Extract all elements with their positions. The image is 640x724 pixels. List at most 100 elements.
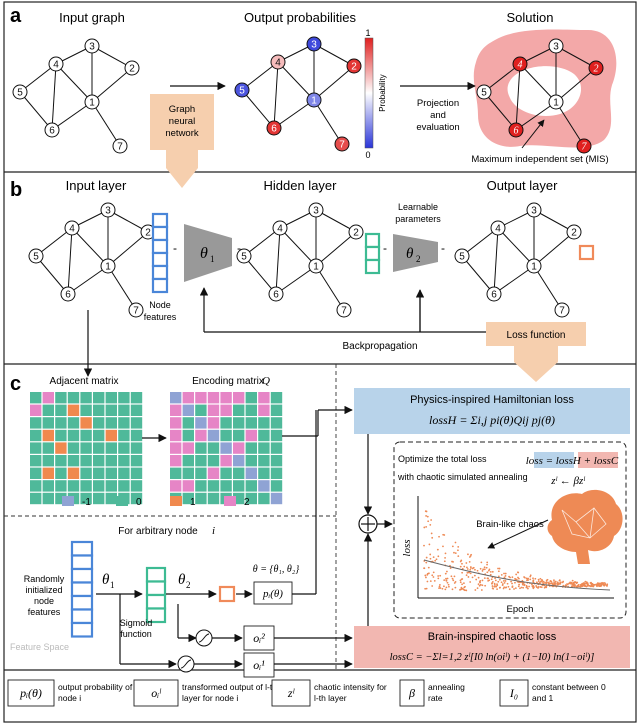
- scatter-point: [475, 578, 478, 581]
- graph-node: [308, 258, 324, 274]
- matrix-cell: [55, 455, 67, 467]
- matrix-cell: [105, 492, 117, 505]
- random-l2: initialized: [25, 585, 62, 595]
- matrix-cell: [55, 480, 67, 492]
- adjacent-matrix-title: Adjacent matrix: [50, 376, 119, 387]
- matrix-cell: [30, 392, 42, 404]
- scatter-point: [439, 574, 442, 577]
- scatter-point: [511, 576, 514, 579]
- scatter-point: [503, 586, 506, 589]
- scatter-point: [463, 589, 466, 592]
- scatter-point: [451, 577, 454, 580]
- theta2-symbol: θ: [406, 246, 414, 262]
- scatter-point: [481, 584, 484, 587]
- optimize-text-1: Optimize the total loss: [398, 454, 487, 464]
- scatter-point: [426, 573, 429, 576]
- encoding-symbol: Q: [262, 375, 270, 387]
- scatter-point: [462, 582, 465, 585]
- scatter-point: [551, 583, 554, 586]
- scatter-point: [438, 585, 441, 588]
- graph-node: [306, 36, 322, 52]
- scatter-point: [431, 574, 434, 577]
- matrix-cell: [270, 442, 283, 454]
- scatter-point: [449, 567, 452, 570]
- scatter-point: [562, 580, 565, 583]
- matrix-cell: [207, 467, 220, 479]
- matrix-cell: [30, 467, 42, 479]
- theta2-layer: [393, 234, 438, 272]
- scatter-point: [448, 585, 450, 588]
- scatter-point: [481, 579, 484, 582]
- scatter-point: [467, 576, 470, 578]
- graph-node-label: 4: [495, 224, 501, 235]
- scatter-point: [423, 526, 426, 529]
- matrix-cell: [130, 492, 143, 505]
- scatter-point: [586, 584, 589, 586]
- scatter-point: [428, 572, 430, 575]
- vector-cell: [151, 225, 169, 242]
- arbitrary-node-label: For arbitrary node: [118, 526, 198, 537]
- matrix-cell: [42, 492, 54, 505]
- matrix-cell: [130, 417, 143, 429]
- scatter-point: [465, 562, 468, 564]
- scatter-point: [532, 579, 535, 582]
- graph-node-label: 6: [514, 126, 519, 137]
- scatter-point: [461, 583, 464, 586]
- vector-cell: [151, 264, 169, 281]
- graph-node: [64, 220, 80, 236]
- matrix-cell: [270, 417, 283, 429]
- scatter-point: [539, 577, 542, 580]
- graph-node-label: 2: [571, 228, 577, 239]
- graph-node-label: 7: [559, 306, 565, 317]
- scatter-point: [476, 587, 479, 590]
- scatter-point: [545, 586, 548, 589]
- gnn-line3: network: [165, 128, 199, 139]
- scatter-point: [453, 582, 456, 584]
- scatter-point: [503, 572, 505, 575]
- matrix-cell: [93, 480, 105, 492]
- random-l4: features: [28, 607, 61, 617]
- scatter-point: [508, 575, 510, 578]
- graph-node: [348, 224, 364, 240]
- matrix-cell: [30, 480, 42, 492]
- scatter-point: [489, 573, 492, 576]
- scatter-point: [425, 556, 428, 559]
- graph-node-label: 6: [491, 290, 497, 301]
- vector-cell: [364, 258, 381, 275]
- matrix-cell: [207, 417, 220, 429]
- scatter-point: [494, 579, 497, 582]
- matrix-cell: [80, 455, 92, 467]
- matrix-cell: [105, 467, 117, 479]
- footer-symbol: I₀: [509, 686, 518, 700]
- graph-node-label: 6: [49, 126, 55, 137]
- dash-2: -: [237, 241, 241, 255]
- graph-node-label: 6: [273, 290, 279, 301]
- matrix-cell: [207, 429, 220, 442]
- matrix-cell: [80, 480, 92, 492]
- loss-function-box: [486, 322, 586, 382]
- scatter-point: [497, 567, 499, 570]
- matrix-cell: [220, 455, 232, 467]
- matrix-cell: [170, 417, 182, 429]
- scatter-point: [500, 581, 503, 584]
- matrix-cell: [105, 442, 117, 454]
- chaotic-box: [354, 626, 630, 668]
- matrix-cell: [42, 429, 54, 442]
- matrix-cell: [245, 442, 257, 454]
- scatter-point: [519, 587, 521, 590]
- matrix-cell: [182, 417, 194, 429]
- vector-cell: [145, 593, 167, 610]
- scatter-point: [526, 587, 529, 590]
- scatter-point: [466, 566, 468, 569]
- matrix-cell: [118, 455, 130, 467]
- input-layer-title: Input layer: [66, 178, 127, 193]
- scatter-point: [471, 576, 474, 579]
- scatter-point: [483, 566, 486, 569]
- scatter-point: [486, 563, 488, 566]
- scatter-point: [577, 583, 580, 586]
- matrix-cell: [220, 404, 232, 416]
- graph-node-label: 7: [117, 142, 123, 153]
- matrix-cell: [182, 442, 194, 454]
- scatter-point: [465, 574, 468, 577]
